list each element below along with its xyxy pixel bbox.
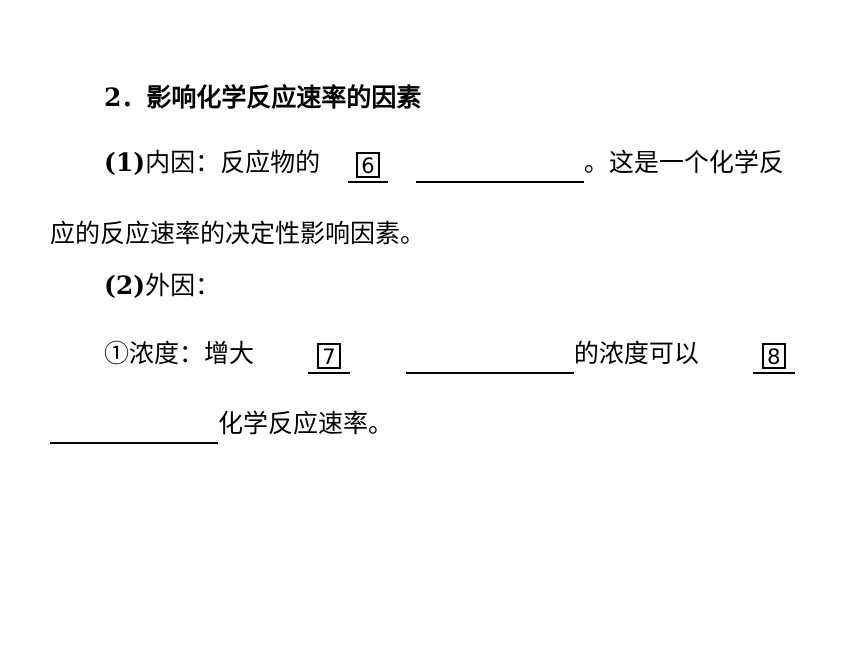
blank-7-answer-line[interactable] [405,336,574,374]
external-number: (2) [104,271,146,300]
concentration-label: ①浓度：增大 [104,339,255,368]
heading-text: 影响化学反应速率的因素 [146,83,422,112]
internal-number: (1) [104,148,146,177]
blank-6-answer-line[interactable] [415,145,584,183]
blank-8[interactable]: 8 [752,336,795,374]
section-heading: 2．影响化学反应速率的因素 [104,78,421,118]
concentration-continuation-line: 化学反应速率。 [50,404,393,444]
blank-marker-7: 7 [316,343,341,369]
concentration-continuation: 化学反应速率。 [218,409,394,438]
external-label: 外因： [145,271,221,300]
blank-6[interactable]: 6 [347,145,388,183]
blank-marker-8: 8 [761,343,786,369]
internal-after-blank: 。这是一个化学反 [583,148,784,177]
heading-number: 2． [104,83,147,112]
internal-factor-line: (1)内因：反应物的 6 。这是一个化学反 [104,143,784,183]
concentration-middle: 的浓度可以 [573,339,699,368]
blank-8-answer-line[interactable] [50,406,218,444]
internal-continuation: 应的反应速率的决定性影响因素。 [50,219,426,248]
blank-7[interactable]: 7 [307,336,350,374]
internal-label: 内因：反应物的 [145,148,321,177]
external-factor-line: (2)外因： [104,266,220,306]
internal-continuation-line: 应的反应速率的决定性影响因素。 [50,214,425,254]
concentration-line: ①浓度：增大 7 的浓度可以 8 [104,334,795,374]
blank-marker-6: 6 [355,152,380,178]
